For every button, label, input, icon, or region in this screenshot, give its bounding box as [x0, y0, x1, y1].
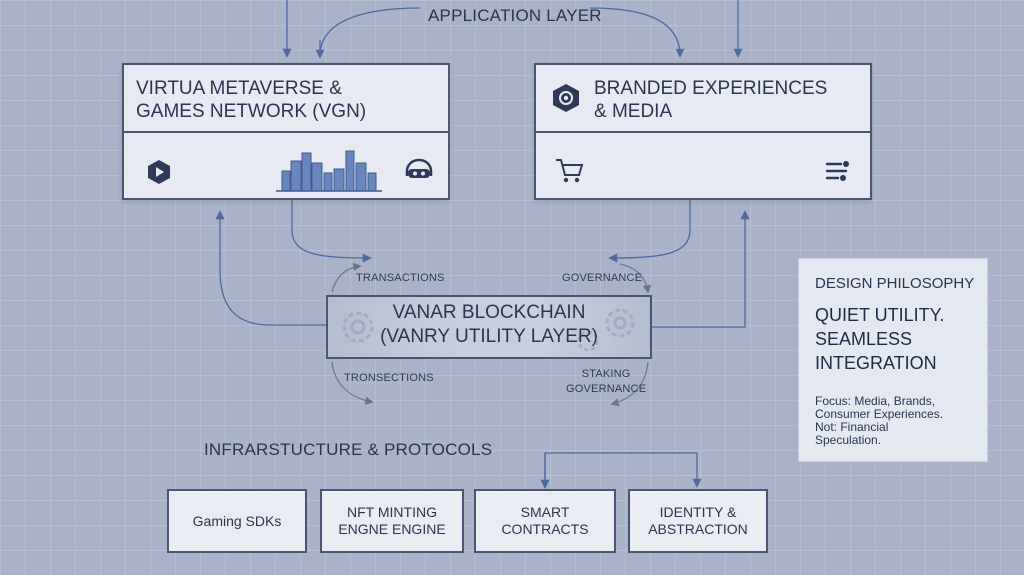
- note-line3: Not: Financial: [815, 420, 889, 434]
- protocol-3-line2: CONTRACTS: [501, 521, 589, 537]
- protocol-nft-minting: NFT MINTING ENGNE ENGINE: [320, 489, 464, 553]
- arrow-header-arch: [319, 7, 680, 56]
- vgn-box-icons: [124, 143, 448, 198]
- city-skyline-icon: [276, 150, 382, 192]
- label-staking-governance: STAKING GOVERNANCE: [566, 368, 646, 395]
- vanar-blockchain-box: VANAR BLOCKCHAIN (VANRY UTILITY LAYER): [326, 295, 652, 359]
- vgn-box-header: VIRTUA METAVERSE & GAMES NETWORK (VGN): [124, 65, 448, 133]
- protocol-4-line1: IDENTITY &: [659, 504, 737, 520]
- branded-title-line1: BRANDED EXPERIENCES: [594, 78, 828, 99]
- play-icon: [148, 160, 170, 184]
- arc-transactions: [331, 262, 362, 293]
- label-governance-top: GOVERNANCE: [562, 272, 643, 284]
- protocol-gaming-sdks: Gaming SDKs: [167, 489, 307, 553]
- chain-title-line2: (VANRY UTILITY LAYER): [380, 326, 598, 347]
- bracket-infra: [544, 452, 702, 488]
- branded-box-header: BRANDED EXPERIENCES & MEDIA: [536, 65, 870, 133]
- label-governance-bottom: GOVERNANCE: [566, 383, 647, 395]
- vgn-box: VIRTUA METAVERSE & GAMES NETWORK (VGN): [122, 63, 450, 200]
- quote-line1: QUIET UTILITY.: [815, 305, 945, 325]
- note-line1: Focus: Media, Brands,: [815, 394, 936, 408]
- note-line2: Consumer Experiences.: [815, 407, 944, 421]
- branded-experiences-box: BRANDED EXPERIENCES & MEDIA: [534, 63, 872, 200]
- list-settings-icon: [825, 161, 849, 181]
- note-line4: Speculation.: [815, 433, 882, 447]
- protocol-3-line1: SMART: [520, 504, 570, 520]
- vr-headset-icon: [405, 158, 433, 178]
- arc-tronsections: [331, 361, 374, 405]
- gears-watermark-icon: [342, 308, 635, 352]
- arrow-right-to-chain: [608, 200, 691, 263]
- label-tronsections: TRONSECTIONS: [344, 372, 434, 384]
- protocol-smart-contracts: SMART CONTRACTS: [474, 489, 616, 553]
- chain-title-line1: VANAR BLOCKCHAIN: [392, 302, 586, 323]
- arc-governance: [619, 263, 652, 294]
- vgn-title-line1: VIRTUA METAVERSE &: [136, 78, 342, 99]
- philosophy-note: Focus: Media, Brands, Consumer Experienc…: [815, 395, 943, 447]
- branded-title-line2: & MEDIA: [594, 101, 673, 122]
- vgn-title-line2: GAMES NETWORK (VGN): [136, 101, 367, 122]
- label-staking: STAKING: [581, 368, 631, 380]
- protocol-2-line2: ENGNE ENGINE: [338, 521, 446, 537]
- protocol-identity-abstraction: IDENTITY & ABSTRACTION: [628, 489, 768, 553]
- application-layer-title: APPLICATION LAYER: [428, 6, 602, 25]
- arc-staking: [610, 361, 649, 407]
- hexagon-badge-icon: [553, 84, 579, 112]
- protocol-4-line2: ABSTRACTION: [648, 521, 748, 537]
- design-philosophy-card: DESIGN PHILOSOPHY QUIET UTILITY. SEAMLES…: [798, 258, 988, 462]
- arrow-left-to-chain: [291, 200, 372, 263]
- arrow-left-side-loop: [215, 210, 326, 326]
- philosophy-quote: QUIET UTILITY. SEAMLESS INTEGRATION: [815, 303, 944, 375]
- shopping-cart-icon: [556, 159, 584, 183]
- infrastructure-title: INFRARSTUCTURE & PROTOCOLS: [204, 440, 493, 459]
- label-transactions: TRANSACTIONS: [356, 272, 445, 284]
- protocol-1-line1: Gaming SDKs: [192, 512, 282, 529]
- quote-line3: INTEGRATION: [815, 353, 937, 373]
- branded-box-icons: [536, 143, 870, 198]
- quote-line2: SEAMLESS: [815, 329, 913, 349]
- arrow-right-side-loop: [648, 210, 750, 328]
- protocol-2-line1: NFT MINTING: [347, 504, 437, 520]
- philosophy-heading: DESIGN PHILOSOPHY: [815, 275, 975, 292]
